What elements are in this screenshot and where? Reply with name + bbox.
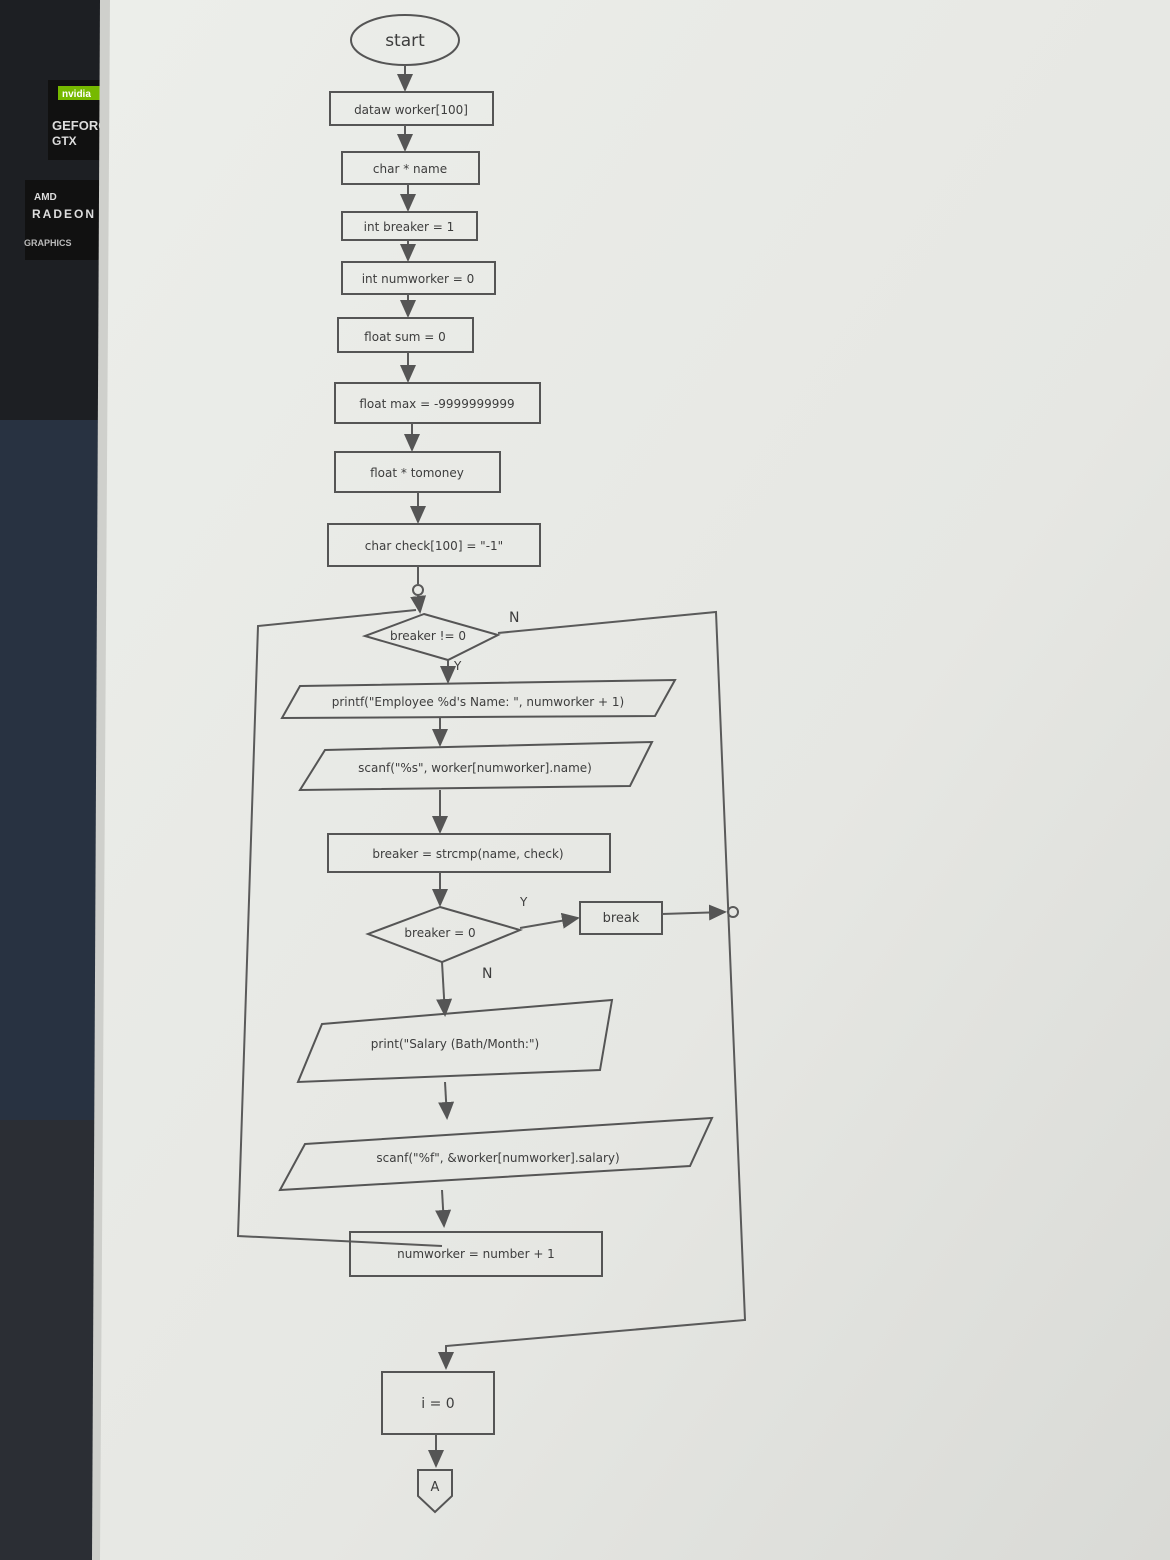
loop-no-label: N	[509, 610, 519, 626]
break-join-point	[727, 906, 739, 918]
step-label-1: dataw worker[100]	[354, 103, 468, 117]
nvidia-text: nvidia	[62, 89, 91, 100]
connector-a	[417, 1469, 453, 1514]
step-label-5: float sum = 0	[364, 330, 446, 344]
loop-back-line	[236, 609, 443, 1247]
break-no-label: N	[482, 966, 492, 982]
gtx-text: GTX	[52, 134, 77, 148]
process-init-i	[381, 1371, 495, 1435]
step-box-5	[337, 317, 474, 353]
connector-a-label: A	[431, 1480, 440, 1495]
break-yes-label: Y	[519, 895, 528, 909]
paper-sheet	[100, 0, 1170, 1560]
step-box-3	[341, 211, 478, 241]
step-box-2	[341, 151, 480, 185]
step-label-2: char * name	[373, 162, 447, 176]
step-label-6: float max = -9999999999	[359, 397, 514, 411]
step-box-4	[341, 261, 496, 295]
loop-exit-line	[438, 610, 747, 1370]
io-scanf-salary-label: scanf("%f", &worker[numworker].salary)	[376, 1151, 619, 1165]
graphics-text: GRAPHICS	[24, 238, 72, 248]
io-printf-employee-label: printf("Employee %d's Name: ", numworker…	[332, 695, 625, 709]
io-scanf-salary	[278, 1116, 714, 1192]
step-box-8	[327, 523, 541, 567]
process-strcmp	[327, 833, 611, 873]
loop-condition-label: breaker != 0	[390, 629, 466, 643]
break-box	[579, 901, 663, 935]
process-init-i-label: i = 0	[421, 1396, 454, 1412]
flowchart: start dataw worker[100] char * name int …	[236, 14, 747, 1514]
step-box-6	[334, 382, 541, 424]
process-strcmp-label: breaker = strcmp(name, check)	[372, 847, 563, 861]
step-box-1	[329, 91, 494, 126]
step-label-3: int breaker = 1	[364, 220, 455, 234]
break-condition-label: breaker = 0	[404, 926, 475, 940]
process-increment	[349, 1231, 603, 1277]
io-scanf-name	[298, 740, 654, 792]
step-label-7: float * tomoney	[370, 466, 464, 480]
break-box-label: break	[603, 911, 640, 926]
start-label: start	[385, 31, 425, 51]
radeon-text: RADEON	[32, 207, 96, 221]
io-printf-employee	[280, 678, 677, 720]
step-label-4: int numworker = 0	[362, 272, 475, 286]
process-increment-label: numworker = number + 1	[397, 1247, 555, 1261]
amd-text: AMD	[34, 192, 57, 203]
loop-yes-label: Y	[453, 659, 462, 673]
step-label-8: char check[100] = "-1"	[365, 539, 503, 553]
io-print-salary	[296, 998, 614, 1084]
io-scanf-name-label: scanf("%s", worker[numworker].name)	[358, 761, 592, 775]
io-print-salary-label: print("Salary (Bath/Month:")	[371, 1037, 539, 1051]
